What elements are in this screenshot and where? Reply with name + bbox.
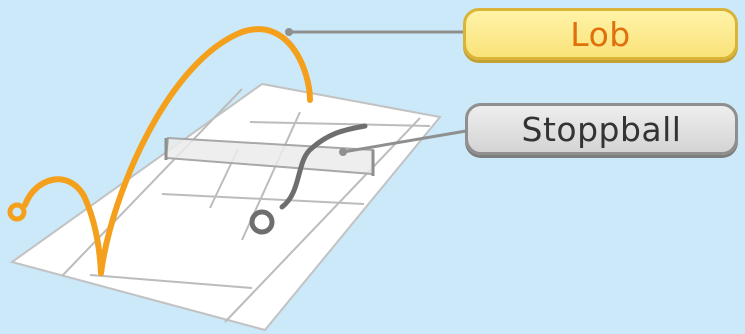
callout-lines [285, 28, 467, 156]
lob-trajectory [7, 26, 313, 276]
lob-label: Lob [463, 8, 738, 60]
stoppball-label-text: Stoppball [521, 109, 682, 149]
stoppball-label: Stoppball [465, 103, 738, 155]
court-surface [9, 82, 442, 332]
lob-label-text: Lob [570, 14, 631, 54]
court-lines [61, 88, 431, 323]
tennis-net [164, 136, 375, 176]
stoppball-trajectory [249, 123, 368, 235]
